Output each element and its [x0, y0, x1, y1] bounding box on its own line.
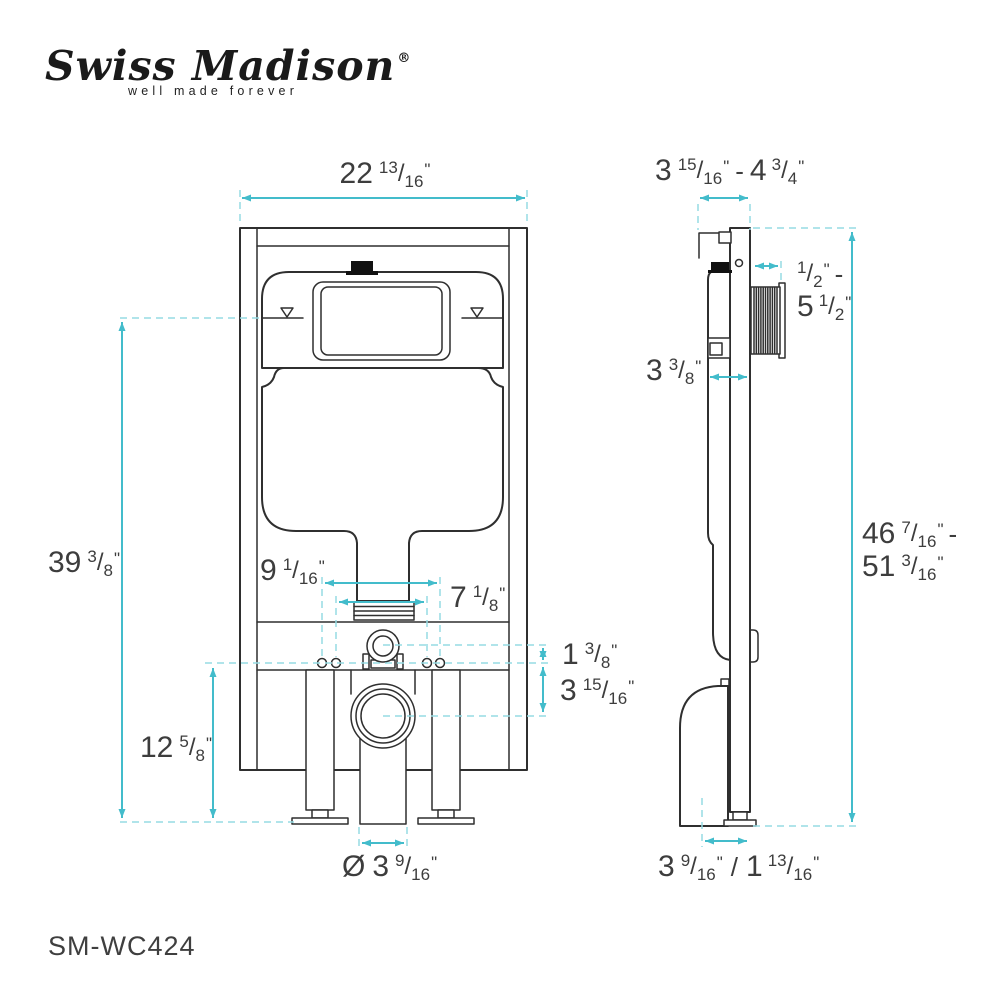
drain-pipe: [359, 737, 407, 825]
registered-mark: ®: [397, 51, 411, 66]
sleeve-threads: [753, 287, 778, 354]
side-view: [679, 227, 786, 827]
side-frame-rail: [729, 227, 751, 813]
outlet-elbow: [679, 685, 729, 827]
side-tank-profile: [707, 271, 731, 661]
model-number: SM-WC424: [48, 931, 196, 961]
water-level-mark-right: [461, 307, 504, 319]
side-rail-foot: [723, 811, 757, 827]
brand-tagline: well made forever: [127, 84, 298, 98]
rail-hole: [734, 258, 744, 268]
side-tank-cap: [708, 262, 732, 273]
brand-name: Swiss Madison®: [45, 42, 411, 90]
front-view: [239, 227, 528, 825]
supply-bracket: [698, 232, 721, 259]
flush-pipe-threads: [353, 601, 415, 621]
dimension-label-actuator-depth-line1: 1/2"-: [797, 258, 843, 291]
front-leg-left: [291, 669, 349, 825]
access-panel: [312, 281, 451, 361]
flush-button: [346, 261, 378, 275]
supply-flange: [362, 629, 404, 670]
front-leg-right: [417, 669, 475, 825]
side-rail-bump: [749, 629, 759, 663]
supply-fitting: [718, 231, 732, 244]
brand-logo: Swiss Madison® well made forever: [45, 42, 411, 98]
front-foot-left: [291, 817, 349, 825]
water-level-mark-left: [261, 307, 304, 319]
actuator-sleeve: [750, 282, 786, 359]
front-foot-right: [417, 817, 475, 825]
flush-valve-fitting: [707, 337, 731, 359]
